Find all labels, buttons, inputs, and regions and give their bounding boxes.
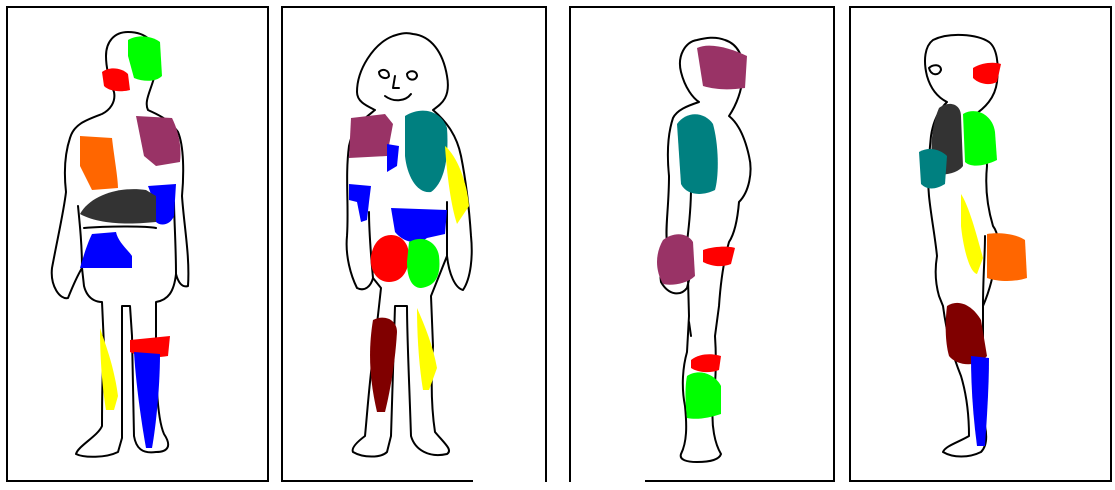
green-mark-calf — [686, 372, 722, 418]
body-diagram-back — [6, 6, 269, 482]
panel-back-view — [6, 6, 269, 482]
body-diagram-right-side — [569, 6, 835, 482]
red-mark-head — [973, 63, 1001, 84]
body-diagram-front — [281, 6, 547, 482]
panel-right-side-view — [569, 6, 835, 482]
teal-mark-back — [677, 114, 718, 194]
plum-mark-shoulder — [349, 114, 393, 158]
panel-front-view — [281, 6, 547, 482]
teal-mark-chest — [919, 149, 947, 188]
plum-mark-hand — [657, 234, 695, 284]
body-diagram-left-side — [849, 6, 1112, 482]
green-mark-head — [128, 36, 162, 80]
red-mark-buttock — [703, 247, 735, 266]
green-mark-groin — [407, 239, 439, 288]
orange-mark-hip — [987, 233, 1027, 281]
panel-left-side-view — [849, 6, 1112, 482]
